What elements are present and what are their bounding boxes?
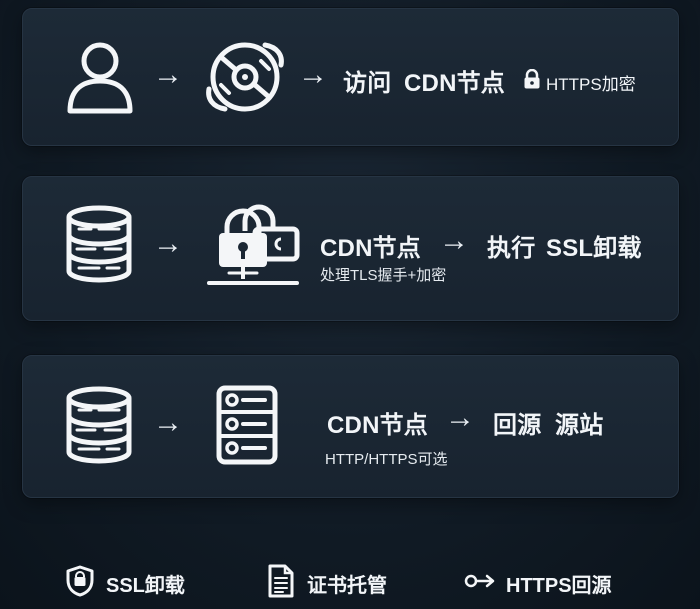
server-rack-icon (215, 384, 279, 466)
access-label: 访问 (343, 70, 392, 97)
document-icon (267, 563, 295, 599)
secure-terminal-icon (203, 201, 303, 289)
cdn-node-label: CDN节点 (327, 412, 428, 439)
flow-arrow: → (153, 227, 183, 260)
flow-arrow: → (439, 224, 469, 257)
flow-arrow: → (298, 58, 328, 91)
flow-card-ssl-offload: → CDN节点 → 执行 SSL卸载 处理TLS握手+加密 (22, 176, 679, 321)
cdn-node-label: CDN节点 (404, 70, 505, 97)
database-icon (65, 386, 133, 464)
origin-server-label: 源站 (555, 412, 604, 439)
https-encryption-badge: HTTPS加密 (546, 75, 636, 94)
flow-arrow: → (153, 58, 183, 91)
flow-card-origin-fetch: → CDN节点 → 回源 源站 HTTP/HTTPS可选 (22, 355, 679, 498)
cdn-node-label: CDN节点 (320, 235, 421, 262)
origin-fetch-label: 回源 (493, 412, 542, 439)
flow-arrow: → (445, 401, 475, 434)
legend-label: 证书托管 (307, 575, 387, 597)
legend-label: HTTPS回源 (506, 575, 612, 597)
ssl-offload-label: SSL卸载 (546, 235, 642, 262)
database-icon (65, 205, 133, 283)
lock-icon (523, 69, 541, 89)
flow-card-user-access: → → 访问 CDN节点 HTTPS加密 (22, 8, 679, 146)
tls-handshake-note: 处理TLS握手+加密 (320, 267, 447, 284)
protocol-note: HTTP/HTTPS可选 (325, 451, 448, 468)
flow-arrow: → (153, 406, 183, 439)
user-icon (65, 39, 135, 115)
shield-icon (66, 565, 94, 597)
key-arrow-icon (464, 573, 496, 589)
execute-label: 执行 (487, 235, 536, 262)
legend-label: SSL卸载 (106, 575, 185, 597)
globe-icon (203, 37, 287, 117)
